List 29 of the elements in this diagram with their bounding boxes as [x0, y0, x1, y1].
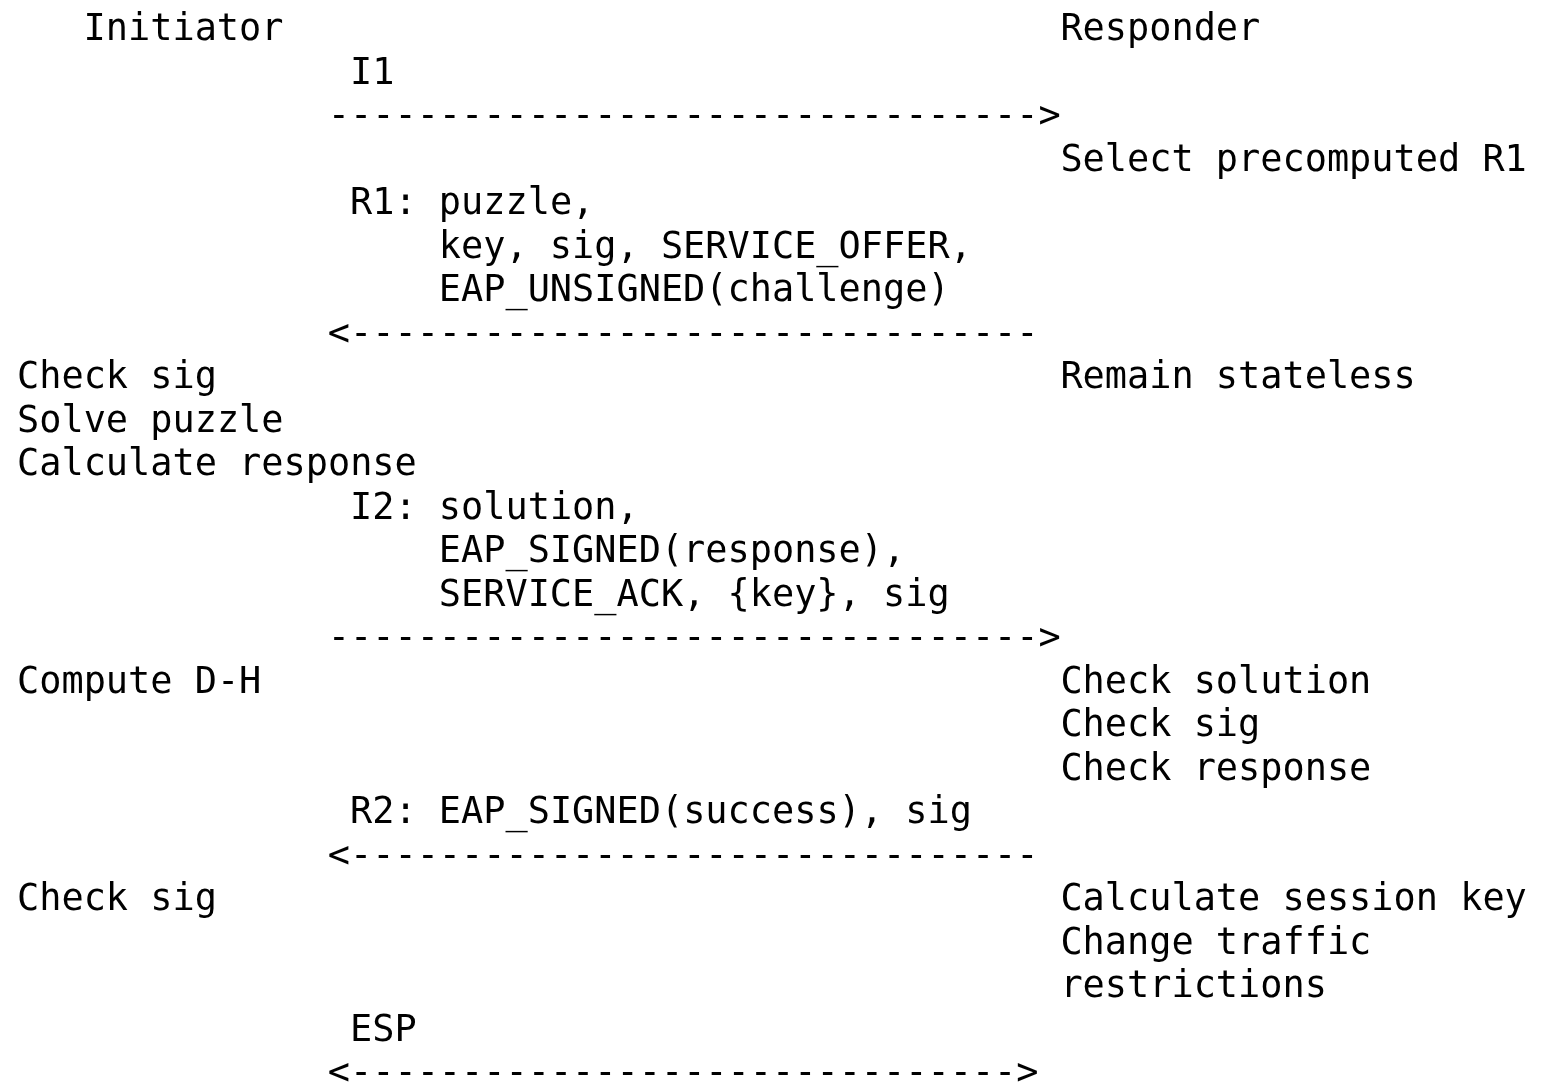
- message-label: I1: [350, 49, 395, 94]
- text-arrow: -------------------------------->: [327, 93, 1061, 137]
- message-label: R1: puzzle,: [350, 180, 595, 224]
- step-note: Calculate response: [17, 441, 417, 485]
- step-note: Calculate session key: [1060, 876, 1527, 920]
- message-label: SERVICE_ACK, {key}, sig: [438, 571, 950, 616]
- step-note: Select precomputed R1: [1060, 136, 1527, 181]
- text-arrow: <-------------------------------: [327, 310, 1039, 355]
- step-note: Compute D-H: [17, 658, 262, 703]
- message-label: key, sig, SERVICE_OFFER,: [438, 223, 972, 268]
- message-label: EAP_UNSIGNED(challenge): [438, 267, 950, 311]
- message-label: R2: EAP_SIGNED(success), sig: [350, 789, 972, 833]
- message-label: EAP_SIGNED(response),: [438, 528, 906, 572]
- participant-label: Initiator: [83, 6, 284, 50]
- step-note: Solve puzzle: [17, 397, 284, 442]
- text-arrow: <------------------------------>: [327, 1050, 1039, 1089]
- step-note: Remain stateless: [1060, 354, 1416, 398]
- text-arrow: <-------------------------------: [327, 832, 1039, 877]
- step-note: Check sig: [17, 876, 217, 920]
- step-note: restrictions: [1060, 963, 1327, 1007]
- text-arrow: -------------------------------->: [327, 615, 1061, 659]
- step-note: Check solution: [1060, 658, 1372, 703]
- step-note: Change traffic: [1060, 919, 1372, 964]
- message-label: ESP: [350, 1006, 417, 1051]
- step-note: Check sig: [17, 354, 217, 398]
- message-label: I2: solution,: [350, 484, 639, 529]
- step-note: Check response: [1060, 745, 1372, 790]
- step-note: Check sig: [1060, 702, 1261, 746]
- participant-label: Responder: [1060, 6, 1261, 50]
